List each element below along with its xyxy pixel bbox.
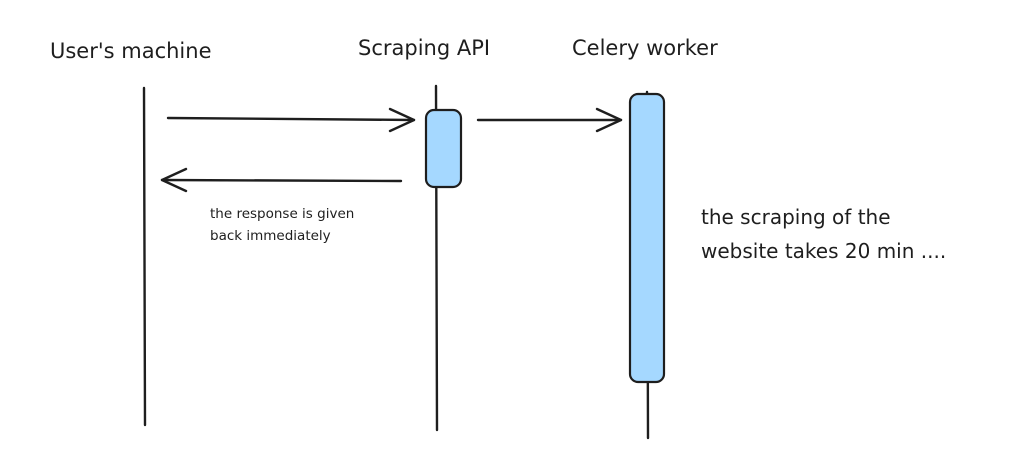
response-note-line1: the response is given <box>210 206 354 222</box>
response-note: the response is given back immediately <box>210 206 354 244</box>
response-note-line2: back immediately <box>210 228 331 244</box>
activation-box-worker <box>628 92 666 384</box>
scrape-note-line1: the scraping of the <box>701 205 891 229</box>
actor-label-user: User's machine <box>50 39 212 63</box>
activation-box-api <box>424 108 463 189</box>
actor-label-worker: Celery worker <box>572 36 718 60</box>
scrape-note: the scraping of the website takes 20 min… <box>701 205 946 263</box>
scrape-note-line2: website takes 20 min .... <box>701 239 946 263</box>
lifeline-user <box>142 86 147 427</box>
response-arrow <box>160 167 403 193</box>
dispatch-arrow <box>476 107 623 133</box>
actor-label-api: Scraping API <box>358 36 490 60</box>
request-arrow <box>166 107 416 133</box>
